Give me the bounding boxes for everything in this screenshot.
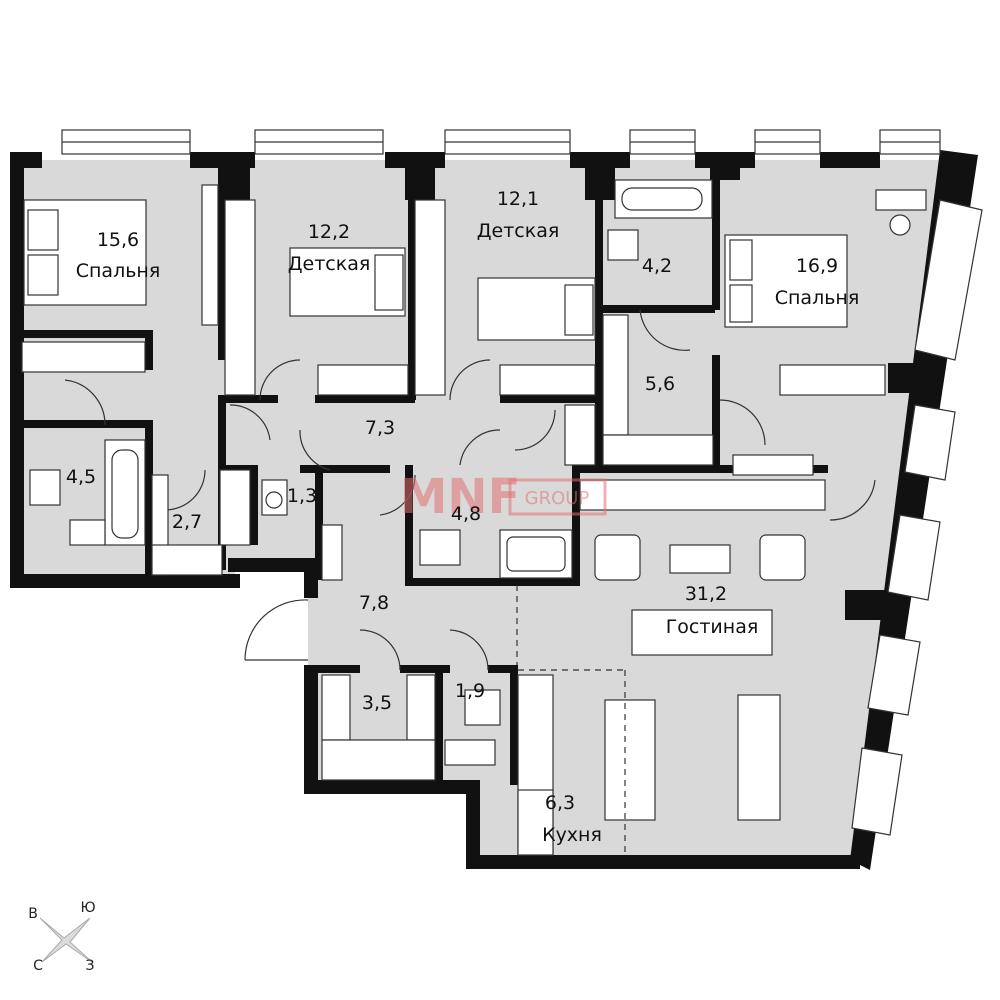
kitchen-area: 6,3 [545,792,575,814]
compass-rose: В Ю С З [28,900,95,974]
living-furniture [517,189,927,856]
living-room-name: Гостиная [666,616,759,638]
bathroom-3-area: 4,8 [451,503,481,525]
compass-label-nw: В [28,906,38,922]
bedroom-2-name: Спальня [775,287,860,309]
bedroom-1-area: 15,6 [97,229,139,251]
beds [23,199,848,341]
compass-label-ne: Ю [80,900,95,916]
kids-room-1-area: 12,2 [308,221,350,243]
kids-room-2-area: 12,1 [497,188,539,210]
zone-lines [516,585,626,855]
closet-3-area: 3,5 [362,692,392,714]
watermark-brand: MNF [400,469,521,525]
living-room-area: 31,2 [685,583,727,605]
bathroom-2-area: 4,5 [66,466,96,488]
bedroom-1-name: Спальня [76,260,161,282]
closet-2-area: 2,7 [172,511,202,533]
closet-1-area: 5,6 [645,373,675,395]
kitchen-name: Кухня [542,824,602,846]
toilet-area: 1,9 [455,680,485,702]
hall-2-area: 7,8 [359,592,389,614]
bedroom-2-area: 16,9 [796,255,838,277]
watermark-sub: GROUP [525,488,590,509]
room-labels: 15,6 Спальня 12,2 Детская 12,1 Детская 4… [66,188,859,846]
compass-label-sw: С [33,958,43,974]
bathroom-fixtures [29,179,713,766]
kids-room-1-name: Детская [288,253,371,275]
interior-walls [18,160,828,785]
wardrobes [21,184,886,856]
watermark: MNF GROUP [400,469,607,525]
storage-1-area: 1,3 [287,485,317,507]
bathroom-1-area: 4,2 [642,255,672,277]
hall-1-area: 7,3 [365,417,395,439]
windows [61,129,983,836]
compass-label-se: З [86,958,95,974]
kids-room-2-name: Детская [477,220,560,242]
doors [64,309,876,671]
